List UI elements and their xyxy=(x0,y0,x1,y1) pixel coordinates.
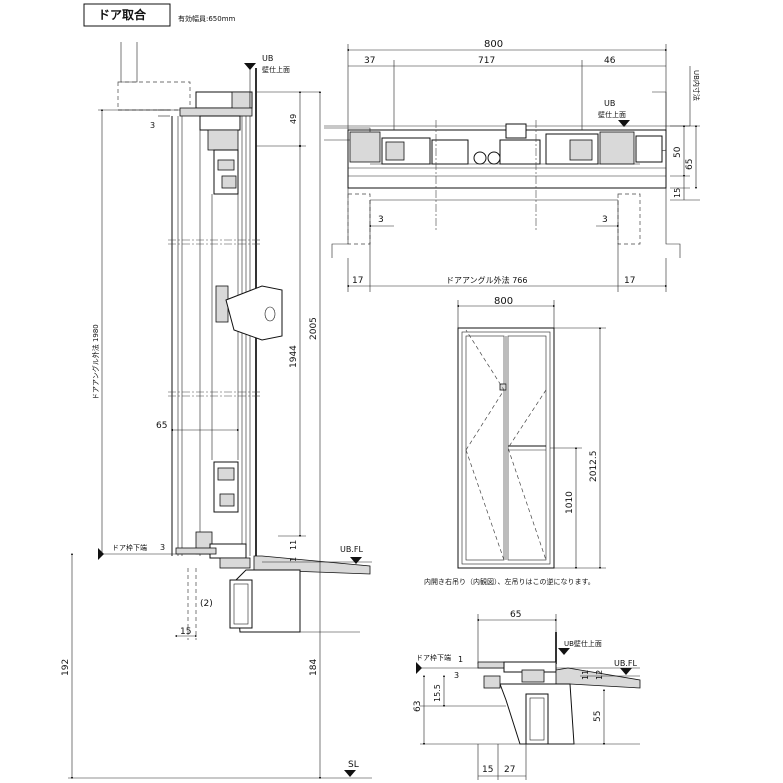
elev-dim-3-top: 3 xyxy=(150,121,155,130)
elev-dim-15: 15 xyxy=(180,627,191,637)
detail-dim-11: 11 xyxy=(581,670,590,680)
elev-dim-11: 11 xyxy=(289,540,298,550)
elev-ub-fl-label: UB.FL xyxy=(340,545,363,554)
plan-ub-marker-icon xyxy=(618,120,630,127)
plan-ub-label: UB xyxy=(604,99,615,108)
drawing-title: ドア取合 xyxy=(98,7,147,22)
detail-ub-wall: UB壁仕上面 xyxy=(564,639,602,648)
door-elevation: 800 2012.5 1010 内開き右吊り（内観図）、左吊りはこの逆になります… xyxy=(424,296,606,586)
detail-dim-15-5: 15.5 xyxy=(433,684,442,702)
title-block: ドア取合 有効幅員:650mm xyxy=(83,3,236,27)
plan-dim-65: 65 xyxy=(685,159,695,170)
elev-dim-2005: 2005 xyxy=(309,317,319,340)
detail-dim-65: 65 xyxy=(510,610,521,620)
ub-wall-marker-icon xyxy=(244,63,256,70)
frame-bottom-marker-icon xyxy=(98,548,104,560)
detail-ub-fl-marker-icon xyxy=(620,668,632,675)
plan-section: 800 37 717 46 UB内寸法 UB 壁仕上面 xyxy=(324,39,701,292)
effective-width-label: 有効幅員:650mm xyxy=(178,14,236,23)
detail-dim-3: 3 xyxy=(454,671,459,680)
detail-frame-bottom-marker-icon xyxy=(416,662,422,674)
elev-dim-192: 192 xyxy=(61,659,71,676)
plan-dim-717: 717 xyxy=(478,56,495,66)
door-dim-800: 800 xyxy=(494,296,513,307)
plan-ub-wall-label: 壁仕上面 xyxy=(598,110,626,119)
elev-dim-1: 1 xyxy=(289,557,298,562)
door-dim-2012: 2012.5 xyxy=(589,451,599,483)
plan-dim-17-right: 17 xyxy=(624,276,635,286)
door-note: 内開き右吊り（内観図）、左吊りはこの逆になります。 xyxy=(424,577,595,586)
door-handle-icon xyxy=(225,285,283,341)
detail-ub-marker-icon xyxy=(558,648,570,655)
elev-dim-65: 65 xyxy=(156,421,167,431)
plan-dim-50: 50 xyxy=(673,146,683,158)
elev-ub-label: UB xyxy=(262,54,273,63)
elev-frame-bottom-label: ドア枠下端 xyxy=(112,543,147,552)
plan-dim-37: 37 xyxy=(364,56,375,66)
elev-ub-wall-label: 壁仕上面 xyxy=(262,65,290,74)
plan-dim-15: 15 xyxy=(673,188,682,198)
threshold-detail: 65 UB壁仕上面 ドア枠下端 1 UB.FL 3 63 15.5 11 1 xyxy=(413,610,641,780)
plan-ub-inner-label: UB内寸法 xyxy=(692,70,701,101)
sl-marker-icon xyxy=(344,770,356,777)
plan-dim-800: 800 xyxy=(484,39,503,50)
elev-dim-3-bottom: 3 xyxy=(160,543,165,552)
elev-sl-label: SL xyxy=(348,760,359,770)
elev-dim-49: 49 xyxy=(289,114,298,124)
detail-ub-fl: UB.FL xyxy=(614,659,637,668)
elev-dim-1944: 1944 xyxy=(289,345,299,368)
plan-angle-outer: ドアアングル外法 766 xyxy=(446,275,528,285)
door-knob-icon xyxy=(499,383,507,391)
ub-fl-marker-icon xyxy=(350,557,362,564)
elev-dim-184: 184 xyxy=(309,659,319,676)
door-dim-1010: 1010 xyxy=(565,491,575,514)
detail-dim-1: 1 xyxy=(458,655,463,664)
plan-dim-46: 46 xyxy=(604,56,616,66)
detail-frame-bottom: ドア枠下端 xyxy=(416,653,451,662)
plan-dim-17-left: 17 xyxy=(352,276,363,286)
detail-dim-63: 63 xyxy=(413,701,423,712)
elevation-section: UB 壁仕上面 xyxy=(61,42,372,780)
detail-dim-12: 12 xyxy=(595,670,604,680)
elev-dim-2: (2) xyxy=(200,599,213,609)
plan-dim-3-left: 3 xyxy=(378,215,384,225)
detail-dim-15: 15 xyxy=(482,765,493,775)
detail-dim-27: 27 xyxy=(504,765,515,775)
elev-dim-1980: ドアアングル外法 1980 xyxy=(91,324,100,400)
plan-dim-3-right: 3 xyxy=(602,215,608,225)
detail-dim-55: 55 xyxy=(593,711,603,722)
